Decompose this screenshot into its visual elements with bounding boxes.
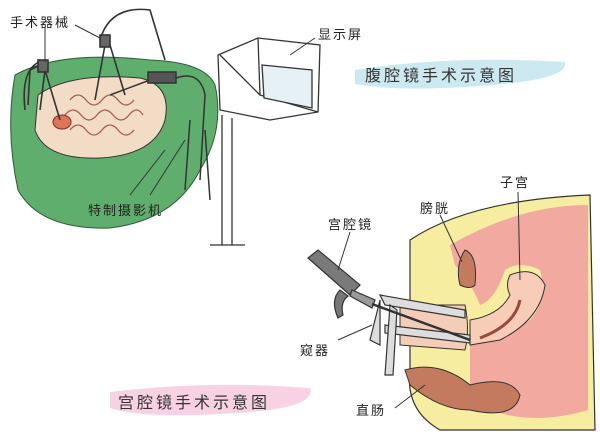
surgical-instruments xyxy=(23,8,166,121)
uterus xyxy=(469,271,546,346)
hysteroscopy-title: 宫腔镜手术示意图 xyxy=(118,393,271,412)
label-instruments: 手术器械 xyxy=(10,16,71,31)
laparoscopy-title: 腹腔镜手术示意图 xyxy=(365,66,518,85)
target-organ xyxy=(52,114,72,130)
hysteroscopy-title-highlight xyxy=(110,384,311,416)
label-speculum: 窥器 xyxy=(300,344,331,359)
hysteroscope xyxy=(307,249,471,342)
speculum xyxy=(369,294,471,376)
intestines xyxy=(64,94,144,136)
abdomen xyxy=(34,76,167,159)
label-bladder: 膀胱 xyxy=(420,202,451,217)
label-rectum: 直肠 xyxy=(356,404,387,419)
bladder xyxy=(457,249,476,288)
label-monitor: 显示屏 xyxy=(318,28,364,43)
uterine-cavity xyxy=(479,299,522,340)
label-uterus: 子宫 xyxy=(500,176,531,191)
uterus-region xyxy=(450,205,588,418)
label-hysteroscope: 宫腔镜 xyxy=(328,218,374,233)
rectum xyxy=(404,366,521,414)
leader-lines xyxy=(44,24,521,409)
monitor xyxy=(210,37,321,246)
laparoscopy-title-highlight xyxy=(355,59,566,89)
label-camera: 特制摄影机 xyxy=(88,204,164,219)
camera xyxy=(109,71,211,201)
